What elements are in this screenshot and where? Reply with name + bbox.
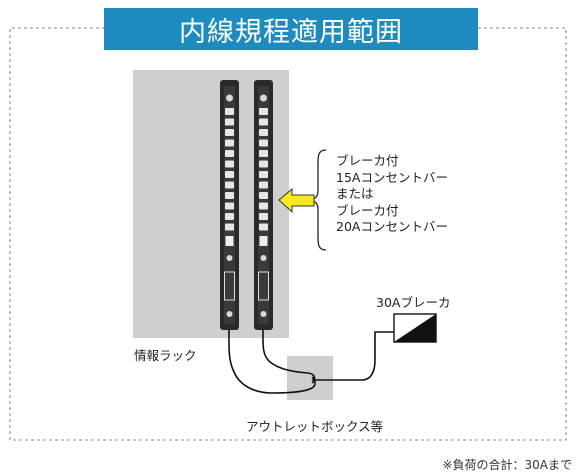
bar-socket [260, 94, 267, 102]
outlet-socket [259, 160, 268, 168]
bar-socket [260, 311, 267, 317]
outlet-socket [225, 202, 234, 210]
outlet-socket [259, 181, 268, 189]
bar-switch [259, 236, 268, 246]
power-bar-right [254, 80, 273, 330]
footnote: ※負荷の合計：30Aまで [442, 458, 572, 472]
bar-plug-cover [258, 271, 269, 301]
outlet-socket [259, 192, 268, 199]
outlet-socket [225, 192, 234, 199]
outlet-socket [225, 118, 234, 126]
bar-socket [226, 311, 233, 317]
arrow-icon [278, 187, 315, 214]
rack-label: 情報ラック [134, 348, 197, 363]
outlet-socket [259, 129, 268, 136]
cable-breaker [312, 331, 394, 381]
outlet-socket [225, 171, 234, 178]
outlet-socket [259, 171, 268, 178]
breaker-label: 30Aブレーカ [376, 295, 451, 310]
outlet-socket [225, 223, 234, 231]
desc-line-4: ブレーカ付 [336, 202, 399, 218]
outlet-socket [225, 129, 234, 136]
power-bar-left [220, 80, 239, 330]
dotted-border [9, 27, 567, 441]
breaker-icon [393, 313, 437, 343]
outlet-socket [259, 108, 268, 115]
title-banner: 内線規程適用範囲 [104, 8, 478, 50]
bar-plug-cover [224, 271, 235, 301]
desc-line-5: 20Aコンセントバー [336, 219, 448, 234]
power-bar-description: ブレーカ付 15Aコンセントバー または ブレーカ付 20Aコンセントバー [336, 153, 476, 236]
outlet-socket [259, 118, 268, 126]
outlet-socket [259, 150, 268, 157]
outlet-socket [225, 181, 234, 189]
outlet-socket [225, 160, 234, 168]
bar-socket [226, 94, 233, 102]
desc-line-1: ブレーカ付 [336, 153, 399, 168]
bar-switch [225, 236, 234, 246]
cable-left [228, 329, 316, 394]
outlet-socket [259, 213, 268, 220]
desc-line-3: または [336, 186, 374, 201]
outlet-socket [259, 223, 268, 231]
outlet-box-label: アウトレットボックス等 [246, 419, 384, 434]
desc-line-2: 15Aコンセントバー [336, 169, 448, 185]
outlet-socket [225, 150, 234, 157]
bar-socket [226, 255, 233, 261]
outlet-socket [225, 213, 234, 220]
outlet-socket [259, 139, 268, 147]
cable-right [262, 329, 316, 384]
outlet-socket [225, 139, 234, 147]
outlet-socket [225, 108, 234, 115]
outlet-socket [259, 202, 268, 210]
outlet-box [287, 356, 333, 400]
bar-socket [260, 255, 267, 261]
page-title: 内線規程適用範囲 [179, 16, 403, 48]
